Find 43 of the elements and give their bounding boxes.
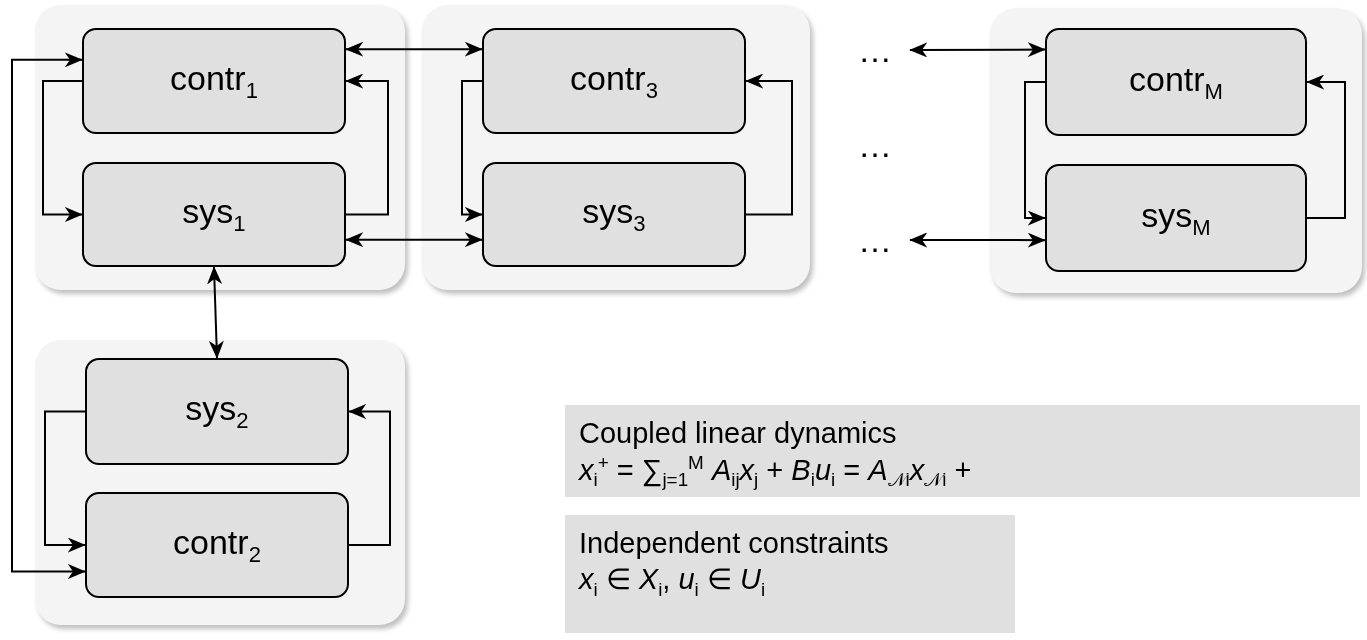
formula-panel	[565, 515, 1015, 633]
arrow	[1024, 81, 1046, 226]
arrow	[207, 266, 224, 359]
box-label: sys$_{1}$	[182, 192, 246, 237]
process-box	[1045, 164, 1307, 272]
box-label: sys$_{M}$	[1141, 195, 1211, 241]
process-box	[82, 28, 346, 134]
group-panel	[35, 5, 405, 290]
group-panel	[990, 8, 1362, 293]
group-panel	[422, 5, 810, 290]
process-box	[482, 28, 746, 134]
ellipsis: …	[857, 124, 893, 166]
box-label: contr$_{3}$	[570, 58, 658, 104]
formula-text: x$_{i}$ ∈ X$_{i}$, u$_{i}$ ∈ U$_{i}$	[579, 562, 767, 602]
group-panel	[35, 340, 405, 625]
process-box	[482, 162, 746, 267]
formula-panel	[565, 405, 1360, 497]
box-label: sys$_{2}$	[185, 389, 249, 434]
process-box	[85, 358, 349, 465]
process-box	[85, 492, 349, 598]
arrow	[745, 73, 793, 216]
arrow	[461, 80, 483, 222]
arrow	[345, 232, 483, 248]
box-label: contr$_{M}$	[1129, 59, 1223, 105]
box-label: contr$_{1}$	[170, 58, 258, 104]
process-box	[82, 162, 346, 267]
arrow	[348, 404, 391, 546]
panel-heading: Coupled linear dynamics	[579, 416, 898, 451]
arrow	[909, 42, 1046, 58]
arrow	[42, 80, 83, 222]
arrow	[345, 73, 389, 216]
process-box	[1045, 28, 1307, 136]
ellipsis: …	[840, 28, 910, 72]
formula-text: x$_{i}$$^{+}$ = ∑$_{j=1}$$^{M}$ A$_{ij}$x$_{j}$ + B$_{i}$u$_{i}$ = A$_{𝒩i}$x$_{𝒩i}$ +	[579, 451, 973, 493]
box-label: contr$_{2}$	[173, 522, 261, 568]
arrow	[11, 52, 86, 579]
box-label: sys$_{3}$	[582, 192, 646, 237]
panel-heading: Independent constraints	[579, 526, 890, 561]
ellipsis: …	[840, 218, 910, 262]
arrow	[345, 41, 483, 57]
arrow	[909, 232, 1046, 248]
arrow	[44, 410, 86, 553]
arrow	[1306, 74, 1346, 219]
